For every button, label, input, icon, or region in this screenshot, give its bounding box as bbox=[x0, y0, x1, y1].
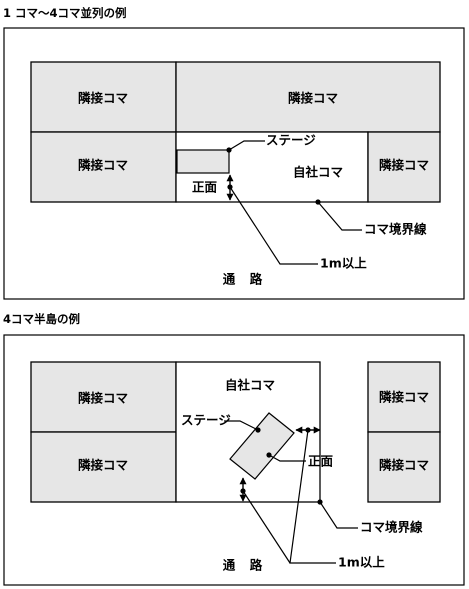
s2-front-label: 正面 bbox=[308, 454, 334, 469]
s2-neighbor-left-top-label: 隣接コマ bbox=[78, 391, 128, 406]
section1-title: 1 コマ〜4コマ並列の例 bbox=[3, 6, 127, 20]
s1-stage bbox=[176, 149, 230, 174]
s1-stage-label: ステージ bbox=[266, 133, 316, 148]
s2-distance-label: 1m以上 bbox=[338, 555, 385, 570]
section2-title: 4コマ半島の例 bbox=[3, 312, 80, 326]
s1-neighbor-bottom-left-label: 隣接コマ bbox=[78, 158, 128, 173]
section2-frame bbox=[3, 334, 465, 586]
s1-front-label: 正面 bbox=[192, 180, 218, 195]
s2-distance-leader-b bbox=[289, 429, 336, 564]
s2-stage-label: ステージ bbox=[181, 413, 231, 428]
s1-aisle-label: 通 路 bbox=[223, 272, 264, 287]
s2-own-booth-label: 自社コマ bbox=[225, 378, 275, 393]
s2-neighbor-right-top bbox=[367, 361, 441, 433]
s1-boundary-leader bbox=[317, 201, 362, 231]
s2-front-leader bbox=[268, 454, 306, 462]
s2-neighbor-right-bottom bbox=[367, 431, 441, 503]
s1-neighbor-top-left-label: 隣接コマ bbox=[78, 91, 128, 106]
s1-own-booth-label: 自社コマ bbox=[293, 165, 343, 180]
s1-stage-leader bbox=[228, 140, 265, 151]
s1-neighbor-bottom-right bbox=[367, 131, 441, 203]
s1-distance-leader bbox=[229, 186, 318, 265]
s2-distance-leader-a bbox=[242, 490, 291, 564]
s1-boundary-label: コマ境界線 bbox=[364, 222, 427, 237]
s1-neighbor-bottom-right-label: 隣接コマ bbox=[379, 158, 429, 173]
s2-boundary-label: コマ境界線 bbox=[360, 520, 423, 535]
s1-neighbor-top-right bbox=[175, 61, 441, 133]
s2-boundary-leader bbox=[319, 501, 358, 529]
s2-neighbor-left-bottom-label: 隣接コマ bbox=[78, 458, 128, 473]
s2-neighbor-right-top-label: 隣接コマ bbox=[379, 390, 429, 405]
s2-aisle-label: 通 路 bbox=[223, 558, 264, 573]
s2-neighbor-right-bottom-label: 隣接コマ bbox=[379, 458, 429, 473]
s2-neighbor-left-bottom bbox=[30, 431, 177, 503]
s2-stage-leader bbox=[224, 420, 259, 431]
s1-neighbor-top-right-label: 隣接コマ bbox=[288, 91, 338, 106]
s1-distance-label: 1m以上 bbox=[320, 256, 367, 271]
section1-frame bbox=[3, 27, 465, 300]
